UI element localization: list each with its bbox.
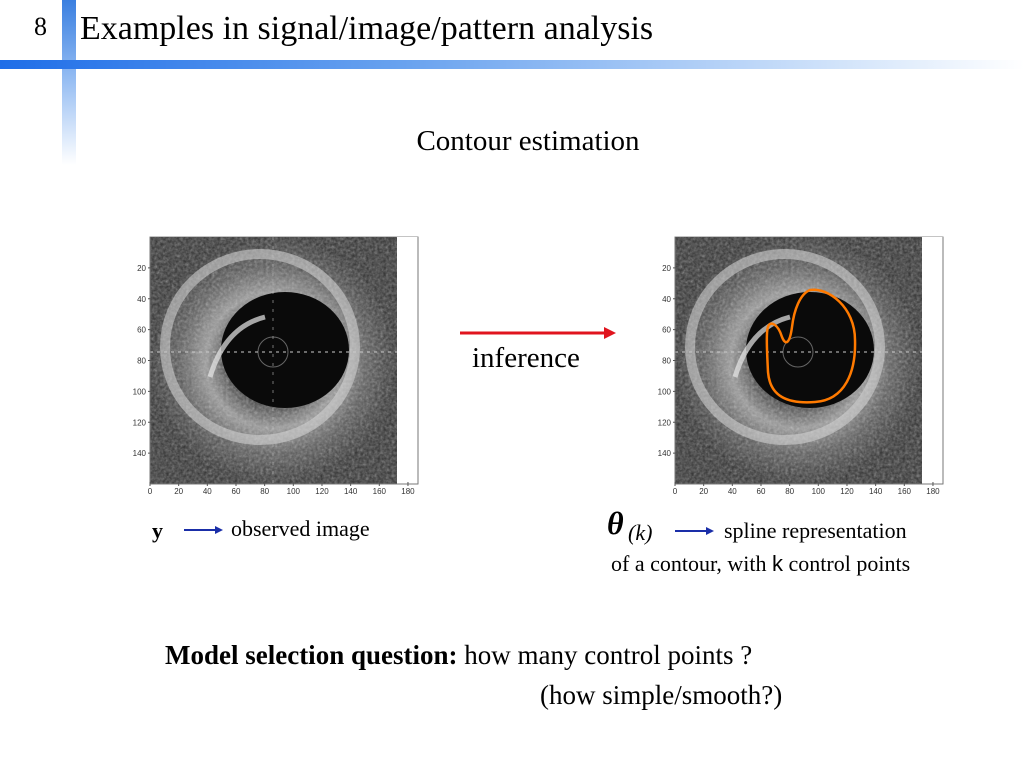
left-caption-symbol: y — [152, 518, 163, 543]
x-tick-label: 180 — [401, 487, 415, 496]
right-caption-line2-pre: of a contour, with — [611, 551, 773, 576]
x-tick-label: 0 — [148, 487, 153, 496]
x-axis-ticks: 0 20 40 60 80 100 120 140 160 180 — [673, 482, 940, 496]
x-tick-label: 180 — [926, 487, 940, 496]
y-tick-label: 20 — [662, 264, 671, 273]
y-tick-label: 40 — [137, 295, 146, 304]
model-selection-question: Model selection question: how many contr… — [165, 640, 752, 671]
y-tick-label: 100 — [658, 387, 672, 396]
x-tick-label: 40 — [728, 487, 737, 496]
x-tick-label: 40 — [203, 487, 212, 496]
left-caption-arrow — [184, 526, 223, 534]
x-tick-label: 20 — [174, 487, 183, 496]
lumen-region — [221, 292, 349, 408]
left-caption-text: observed image — [231, 516, 370, 541]
question-line2: (how simple/smooth?) — [540, 680, 783, 710]
x-tick-label: 60 — [757, 487, 766, 496]
y-tick-label: 20 — [137, 264, 146, 273]
theta-symbol: θ — [607, 505, 624, 541]
slide-subtitle: Contour estimation — [416, 125, 640, 157]
x-tick-label: 60 — [232, 487, 241, 496]
right-caption-arrow — [675, 527, 714, 535]
header-vertical-bar — [62, 0, 76, 165]
x-tick-label: 140 — [344, 487, 358, 496]
y-tick-label: 140 — [658, 449, 672, 458]
y-tick-label: 140 — [133, 449, 147, 458]
x-tick-label: 80 — [785, 487, 794, 496]
y-tick-label: 60 — [137, 326, 146, 335]
y-tick-label: 120 — [658, 418, 672, 427]
x-tick-label: 100 — [287, 487, 301, 496]
right-caption-line2-k: k — [772, 551, 784, 576]
question-bold: Model selection question: — [165, 640, 458, 670]
spline-contour — [765, 288, 857, 404]
slide-number: 8 — [34, 12, 47, 41]
x-tick-label: 160 — [898, 487, 912, 496]
theta-subscript: (k) — [628, 520, 653, 545]
y-axis-ticks: 20 40 60 80 100 120 140 — [658, 264, 678, 458]
y-tick-label: 60 — [662, 326, 671, 335]
inference-label: inference — [472, 342, 580, 374]
x-tick-label: 140 — [869, 487, 883, 496]
slide-title: Examples in signal/image/pattern analysi… — [80, 10, 654, 47]
right-caption-text-line1: spline representation — [724, 518, 907, 543]
x-tick-label: 120 — [840, 487, 854, 496]
y-tick-label: 120 — [133, 418, 147, 427]
y-tick-label: 80 — [662, 357, 671, 366]
y-axis-ticks: 20 40 60 80 100 120 140 — [133, 264, 153, 458]
question-text: how many control points ? — [457, 640, 753, 670]
x-tick-label: 80 — [260, 487, 269, 496]
x-tick-label: 160 — [373, 487, 387, 496]
header-horizontal-bar — [0, 60, 1024, 69]
y-tick-label: 100 — [133, 387, 147, 396]
y-tick-label: 40 — [662, 295, 671, 304]
right-caption-text-line2: of a contour, with k control points — [611, 551, 910, 577]
x-axis-ticks: 0 20 40 60 80 100 120 140 160 180 — [148, 482, 415, 496]
x-tick-label: 20 — [699, 487, 708, 496]
x-tick-label: 0 — [673, 487, 678, 496]
observed-image-figure: 20 40 60 80 100 120 140 0 20 40 60 80 100 120 140 160 1… — [133, 236, 419, 496]
right-caption-line2-post: control points — [783, 551, 911, 576]
x-tick-label: 100 — [812, 487, 826, 496]
x-tick-label: 120 — [315, 487, 329, 496]
contour-image-figure: 20 40 60 80 100 120 140 0 20 40 60 80 100 120 140 160 1… — [658, 236, 944, 496]
inference-arrow — [460, 327, 616, 339]
y-tick-label: 80 — [137, 357, 146, 366]
